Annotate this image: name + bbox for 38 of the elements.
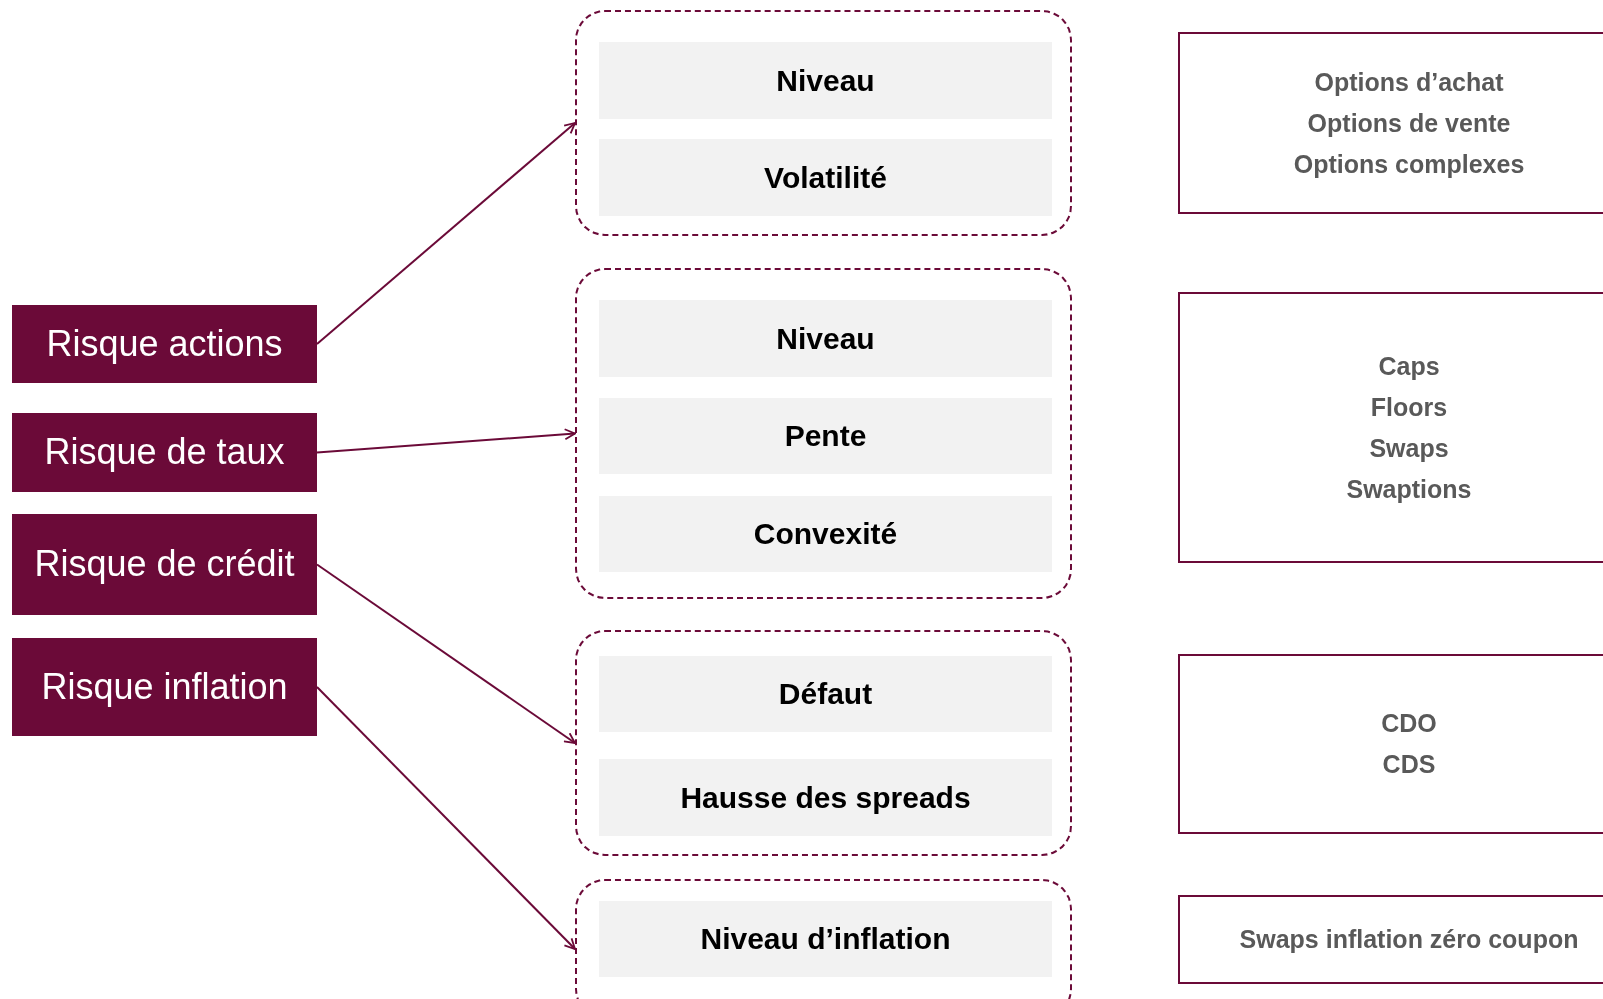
item-text: Niveau xyxy=(776,63,875,98)
arrow xyxy=(316,122,576,345)
item-text: Caps xyxy=(1378,351,1440,381)
item-text: Défaut xyxy=(778,677,873,711)
item-text: Risque actions xyxy=(46,321,283,366)
risk-box xyxy=(12,638,317,736)
item-text: Risque de crédit xyxy=(34,542,295,587)
product-box xyxy=(1178,895,1603,984)
arrow xyxy=(316,563,576,744)
item-text: Options d’achat xyxy=(1314,67,1504,97)
dashed-group xyxy=(575,268,1072,599)
product-box xyxy=(1178,654,1603,834)
item-text: Floors xyxy=(1370,392,1448,422)
item-text: Niveau d’inflation xyxy=(700,922,951,956)
arrow xyxy=(316,428,576,454)
item-text: Niveau xyxy=(776,321,875,356)
risk-box xyxy=(12,514,317,615)
item-text: CDS xyxy=(1382,750,1436,779)
item-text: Swaps xyxy=(1369,433,1449,463)
risk-box xyxy=(12,305,317,383)
dashed-group xyxy=(575,630,1072,856)
risk-box xyxy=(12,413,317,492)
item-text: Options de vente xyxy=(1307,108,1511,138)
dashed-group xyxy=(575,10,1072,236)
item-text: CDO xyxy=(1381,709,1437,738)
item-text: Risque de taux xyxy=(44,430,285,475)
item-text: Swaps inflation zéro coupon xyxy=(1239,925,1579,954)
item-text: Swaptions xyxy=(1346,474,1472,504)
item-text: Convexité xyxy=(753,517,898,551)
item-text: Volatilité xyxy=(764,160,887,195)
item-text: Options complexes xyxy=(1293,149,1525,179)
product-box xyxy=(1178,32,1603,214)
item-text: Pente xyxy=(784,419,867,453)
dashed-group xyxy=(575,879,1072,999)
item-text: Risque inflation xyxy=(41,664,288,709)
arrow xyxy=(316,686,576,950)
product-box xyxy=(1178,292,1603,563)
item-text: Hausse des spreads xyxy=(680,780,971,815)
